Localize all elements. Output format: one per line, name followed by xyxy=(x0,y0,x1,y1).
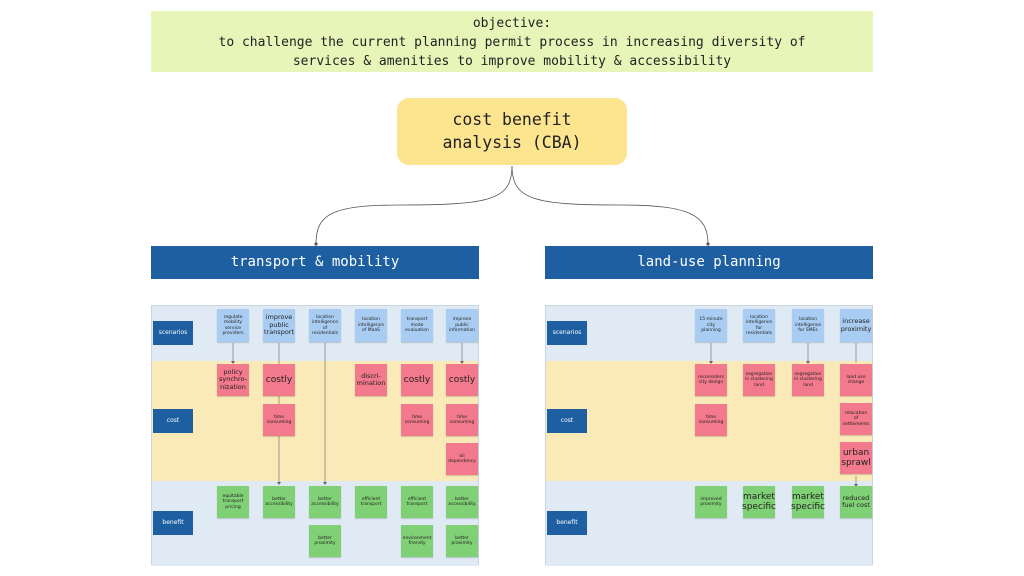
scenario-note: location intelligence for residentials xyxy=(743,309,775,342)
benefit-note: improved proximity xyxy=(695,486,727,518)
scenario-note: location intelligence for SMEs xyxy=(792,309,824,342)
cost-note: segregation in clustering land xyxy=(792,364,824,396)
land-use-planning-header: land-use planning xyxy=(545,246,873,279)
cost-note: time consuming xyxy=(401,404,433,436)
connector-to-transport xyxy=(315,165,513,245)
benefit-note: environment friendly xyxy=(401,525,433,557)
cost-label: cost xyxy=(547,409,587,433)
benefit-note: better proximity xyxy=(309,525,341,557)
benefit-note: market specific xyxy=(742,486,776,518)
cost-note: oil dependency xyxy=(446,443,478,475)
cost-note: relocation of settlements xyxy=(840,403,872,435)
cost-note: costly xyxy=(263,364,295,396)
cost-note: segregation in clustering land xyxy=(743,364,775,396)
scenario-note: regulate mobility service providers xyxy=(217,309,249,342)
benefit-note: efficient transport xyxy=(401,486,433,518)
cost-note: urban sprawl xyxy=(840,442,872,474)
benefit-note: reduced fuel cost xyxy=(840,486,872,518)
benefit-note: better accessibility xyxy=(263,486,295,518)
benefit-note: efficient transport xyxy=(355,486,387,518)
transport-board: scenarios cost benefit regulate mobility… xyxy=(151,305,479,566)
scenario-note: improve public information xyxy=(446,309,478,342)
objective-heading: objective: xyxy=(472,16,552,31)
cost-note: costly xyxy=(401,364,433,396)
scenario-note: location intelligence of residentials xyxy=(309,309,341,342)
cost-note: time consuming xyxy=(263,404,295,436)
cost-note: time consuming xyxy=(446,404,478,436)
cost-note: policy synchro-nization xyxy=(217,364,249,396)
cost-label: cost xyxy=(153,409,193,433)
cba-box: cost benefit analysis (CBA) xyxy=(397,98,627,165)
benefit-label: benefit xyxy=(547,511,587,535)
cost-note: time consuming xyxy=(695,404,727,436)
scenario-note: location intelligence of MaaS xyxy=(355,309,387,342)
scenario-note: increase proximity xyxy=(840,309,872,342)
cba-line-2: analysis (CBA) xyxy=(442,133,582,152)
cba-line-1: cost benefit xyxy=(452,110,572,129)
connector-to-landuse xyxy=(511,165,709,245)
objective-line-2: services & amenities to improve mobility… xyxy=(292,54,732,69)
scenario-note: improve public transport xyxy=(263,309,295,342)
land-use-flow-lines xyxy=(709,343,858,487)
benefit-note: equitable transport pricing xyxy=(217,486,249,518)
cost-note: reconsiders city design xyxy=(695,364,727,396)
transport-mobility-header: transport & mobility xyxy=(151,246,479,279)
scenarios-label: scenarios xyxy=(153,321,193,345)
cost-note: land use change xyxy=(840,364,872,396)
objective-banner: objective: to challenge the current plan… xyxy=(151,11,873,72)
cost-note: costly xyxy=(446,364,478,396)
cost-note: discri-mination xyxy=(355,364,387,396)
scenario-note: 15-minute city planning xyxy=(695,309,727,342)
benefit-label: benefit xyxy=(153,511,193,535)
benefit-note: better accessibility xyxy=(309,486,341,518)
benefit-note: better proximity xyxy=(446,525,478,557)
benefit-note: better accessibility xyxy=(446,486,478,518)
land-use-board: scenarios cost benefit 15-minute city pl… xyxy=(545,305,873,566)
scenario-note: transport mode evaluation xyxy=(401,309,433,342)
objective-line-1: to challenge the current planning permit… xyxy=(218,35,806,50)
scenarios-label: scenarios xyxy=(547,321,587,345)
benefit-note: market specific xyxy=(791,486,825,518)
